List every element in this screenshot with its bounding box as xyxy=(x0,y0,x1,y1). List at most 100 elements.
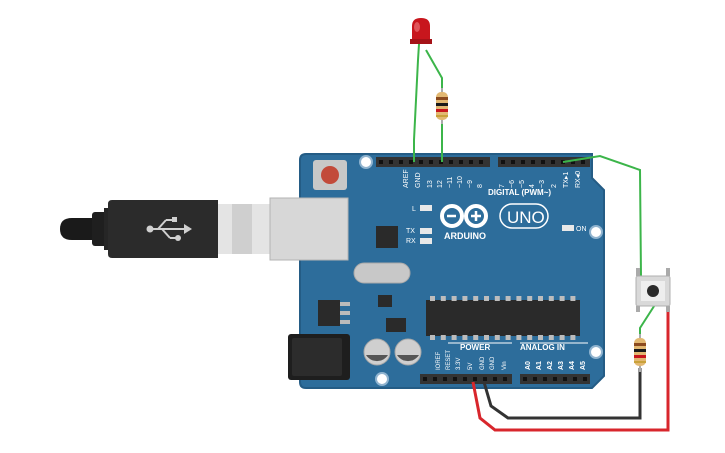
top-pin-label: ~3 xyxy=(539,180,546,188)
header-pin[interactable] xyxy=(493,377,497,381)
chip-pin xyxy=(548,296,554,301)
usb-icon xyxy=(146,217,192,241)
crystal xyxy=(353,262,411,284)
wire-led-anode[interactable] xyxy=(425,49,443,162)
led-l xyxy=(420,205,432,211)
capacitor-2 xyxy=(394,338,422,366)
header-pin[interactable] xyxy=(553,377,557,381)
usb-cable[interactable] xyxy=(60,200,270,258)
header-pin[interactable] xyxy=(501,160,505,164)
top-pin-label: AREF xyxy=(403,169,410,188)
power-pin-label: RESET xyxy=(446,350,452,370)
analog-label: ANALOG IN xyxy=(520,343,565,352)
digital-label: DIGITAL (PWM~) xyxy=(488,188,551,197)
chip-pin xyxy=(451,335,457,340)
header-pin[interactable] xyxy=(463,377,467,381)
analog-pin-label: A5 xyxy=(580,361,587,370)
header-pin[interactable] xyxy=(459,160,463,164)
header-pin[interactable] xyxy=(583,377,587,381)
chip-pin xyxy=(473,335,479,340)
led-red[interactable] xyxy=(410,18,432,44)
chip-pin xyxy=(505,296,511,301)
top-pin-label: ~9 xyxy=(467,180,474,188)
header-pin[interactable] xyxy=(581,160,585,164)
wire-led-gnd[interactable] xyxy=(413,43,420,162)
header-pin[interactable] xyxy=(379,160,383,164)
chip-pin xyxy=(484,335,489,340)
header-pin[interactable] xyxy=(571,160,575,164)
wire-resistor-gnd[interactable] xyxy=(482,368,642,420)
header-pin[interactable] xyxy=(531,160,535,164)
power-label: POWER xyxy=(460,343,490,352)
chip-pin xyxy=(451,296,457,301)
chip-pin xyxy=(462,296,468,301)
chip-pin xyxy=(516,335,522,340)
header-pin[interactable] xyxy=(479,160,483,164)
chip-pin xyxy=(484,296,489,301)
header-pin[interactable] xyxy=(551,160,555,164)
arduino-logo-icon xyxy=(440,204,488,228)
power-pin-label: 3.3V xyxy=(456,358,462,370)
header-pin[interactable] xyxy=(541,160,545,164)
label-on: ON xyxy=(576,226,587,233)
header-pin[interactable] xyxy=(443,377,447,381)
header-pin[interactable] xyxy=(389,160,393,164)
wire-pin2-button[interactable] xyxy=(562,154,642,279)
header-pin[interactable] xyxy=(433,377,437,381)
power-pin-label: GND xyxy=(490,356,496,370)
resistor-button[interactable] xyxy=(634,334,646,372)
label-l: L xyxy=(412,206,416,213)
chip-pin xyxy=(527,335,533,340)
top-pin-label: 12 xyxy=(437,180,444,188)
chip-pin xyxy=(473,296,479,301)
led-tx xyxy=(420,228,432,234)
header-pin[interactable] xyxy=(423,377,427,381)
push-button[interactable] xyxy=(635,268,671,312)
top-pin-label: 13 xyxy=(427,180,434,188)
header-pin[interactable] xyxy=(429,160,433,164)
header-pin[interactable] xyxy=(573,377,577,381)
chip-pin xyxy=(430,296,435,301)
chip-pin xyxy=(538,335,543,340)
capacitor-1 xyxy=(363,338,391,366)
chip-pin xyxy=(527,296,533,301)
chip-pin xyxy=(516,296,522,301)
header-pin[interactable] xyxy=(473,377,477,381)
header-pin[interactable] xyxy=(523,377,527,381)
analog-pin-label: A2 xyxy=(547,361,554,370)
chip-pin xyxy=(559,335,565,340)
header-pin[interactable] xyxy=(533,377,537,381)
header-pin[interactable] xyxy=(511,160,515,164)
power-pin-label: Vin xyxy=(502,361,508,370)
power-pin-label: IOREF xyxy=(436,351,442,370)
regulator xyxy=(318,300,340,326)
analog-pin-label: A1 xyxy=(536,361,543,370)
header-pin[interactable] xyxy=(419,160,423,164)
reset-button[interactable] xyxy=(313,160,347,190)
chip-pin xyxy=(559,296,565,301)
top-pin-label: ~11 xyxy=(447,177,454,188)
header-pin[interactable] xyxy=(409,160,413,164)
chip-pin xyxy=(494,335,500,340)
wire-button-5v[interactable] xyxy=(471,300,670,432)
led-on xyxy=(562,225,574,231)
header-pin[interactable] xyxy=(543,377,547,381)
header-pin[interactable] xyxy=(563,377,567,381)
header-pin[interactable] xyxy=(521,160,525,164)
top-pin-label: ~10 xyxy=(457,176,464,188)
header-pin[interactable] xyxy=(449,160,453,164)
uno-badge xyxy=(499,203,549,229)
chip-pin xyxy=(570,296,576,301)
header-pin[interactable] xyxy=(399,160,403,164)
model-label: UNO xyxy=(507,208,545,227)
header-pin[interactable] xyxy=(469,160,473,164)
header-pin[interactable] xyxy=(503,377,507,381)
header-pin[interactable] xyxy=(483,377,487,381)
top-pin-label: TX▸1 xyxy=(563,172,570,188)
resistor-led[interactable] xyxy=(436,88,448,124)
label-tx: TX xyxy=(406,228,415,235)
analog-pin-label: A3 xyxy=(558,361,565,370)
header-pin[interactable] xyxy=(453,377,457,381)
